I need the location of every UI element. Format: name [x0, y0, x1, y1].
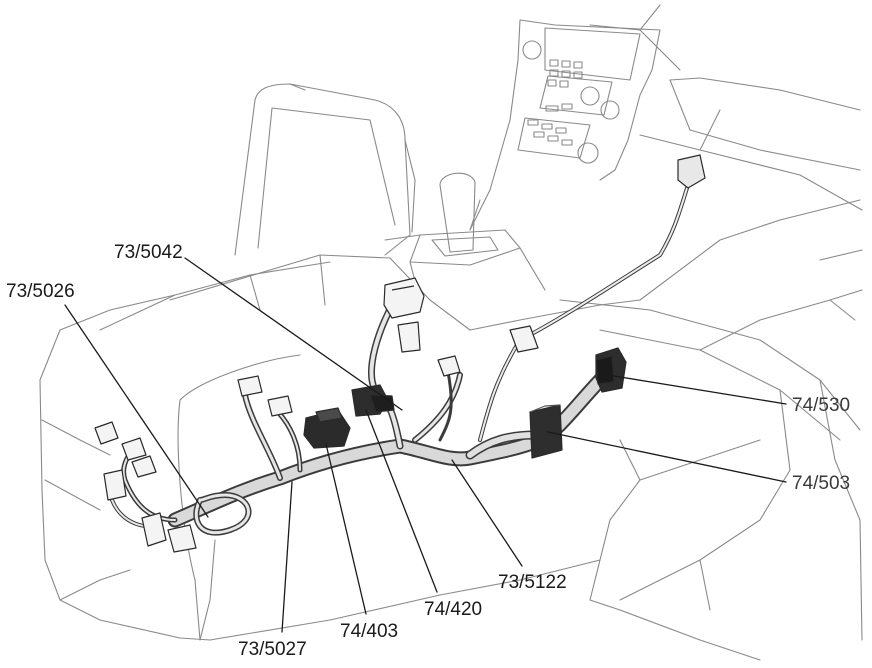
- connector-upper-right: [677, 154, 706, 189]
- vehicle-interior-outline: [39, 4, 863, 661]
- label-73-5026: 73/5026: [6, 281, 75, 302]
- label-73-5027: 73/5027: [238, 639, 307, 660]
- leader-73-5122: [451, 459, 523, 567]
- leader-lines: [64, 257, 787, 633]
- leader-73-5042: [184, 257, 403, 411]
- connector-gear-selector: [383, 277, 425, 319]
- leader-74-420: [365, 409, 438, 593]
- label-74-403: 74/403: [340, 621, 399, 642]
- leader-73-5027: [281, 481, 293, 633]
- leader-74-530: [613, 375, 787, 405]
- label-73-5122: 73/5122: [498, 572, 567, 593]
- connectors: [94, 154, 706, 553]
- leader-74-503: [547, 431, 787, 483]
- label-73-5042: 73/5042: [114, 242, 183, 263]
- label-74-420: 74/420: [424, 599, 483, 620]
- label-74-503: 74/503: [792, 473, 851, 494]
- label-74-530: 74/530: [792, 395, 851, 416]
- leader-74-403: [325, 443, 367, 615]
- leader-73-5026: [64, 304, 209, 518]
- connector-74-503: [529, 404, 563, 459]
